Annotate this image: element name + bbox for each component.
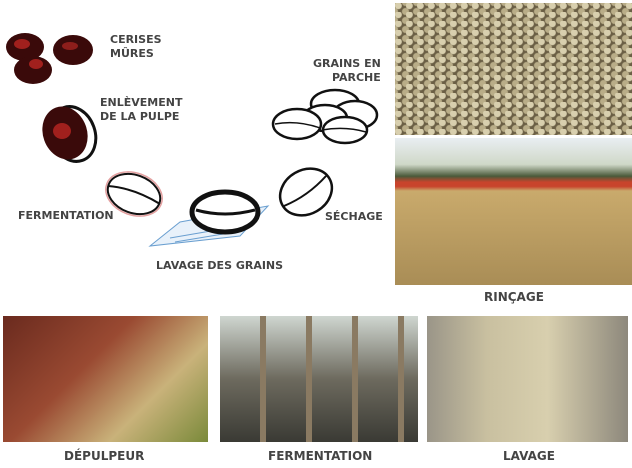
ripe-cherries-icon	[6, 33, 93, 84]
washing-channel-photo	[427, 316, 628, 442]
label-line: GRAINS EN	[313, 57, 381, 70]
fermentation-tank-photo	[220, 316, 418, 442]
label-line: PARCHE	[331, 71, 381, 84]
label-line: DE LA PULPE	[100, 110, 180, 123]
label-drying: SÉCHAGE	[325, 210, 383, 223]
caption-pulper: DÉPULPEUR	[64, 449, 145, 463]
caption-fermentation: FERMENTATION	[268, 449, 373, 463]
caption-washing: LAVAGE	[503, 449, 555, 463]
label-line: MÛRES	[110, 47, 154, 60]
fermentation-bean-icon	[105, 171, 163, 217]
pulp-removal-icon	[42, 105, 98, 163]
label-line: CERISES	[110, 33, 162, 46]
pulper-photo	[3, 316, 208, 442]
washing-bean-icon	[148, 189, 270, 247]
label-washing-step: LAVAGE DES GRAINS	[156, 259, 284, 272]
drying-bean-icon	[278, 167, 334, 217]
label-fermentation-step: FERMENTATION	[18, 209, 114, 222]
process-illustration	[6, 33, 379, 247]
parchment-beans-photo	[395, 3, 632, 135]
label-line: ENLÈVEMENT	[100, 96, 183, 109]
parchment-beans-icon	[271, 88, 379, 145]
drying-field-photo	[395, 138, 632, 285]
caption-rinsing: RINÇAGE	[484, 290, 544, 304]
